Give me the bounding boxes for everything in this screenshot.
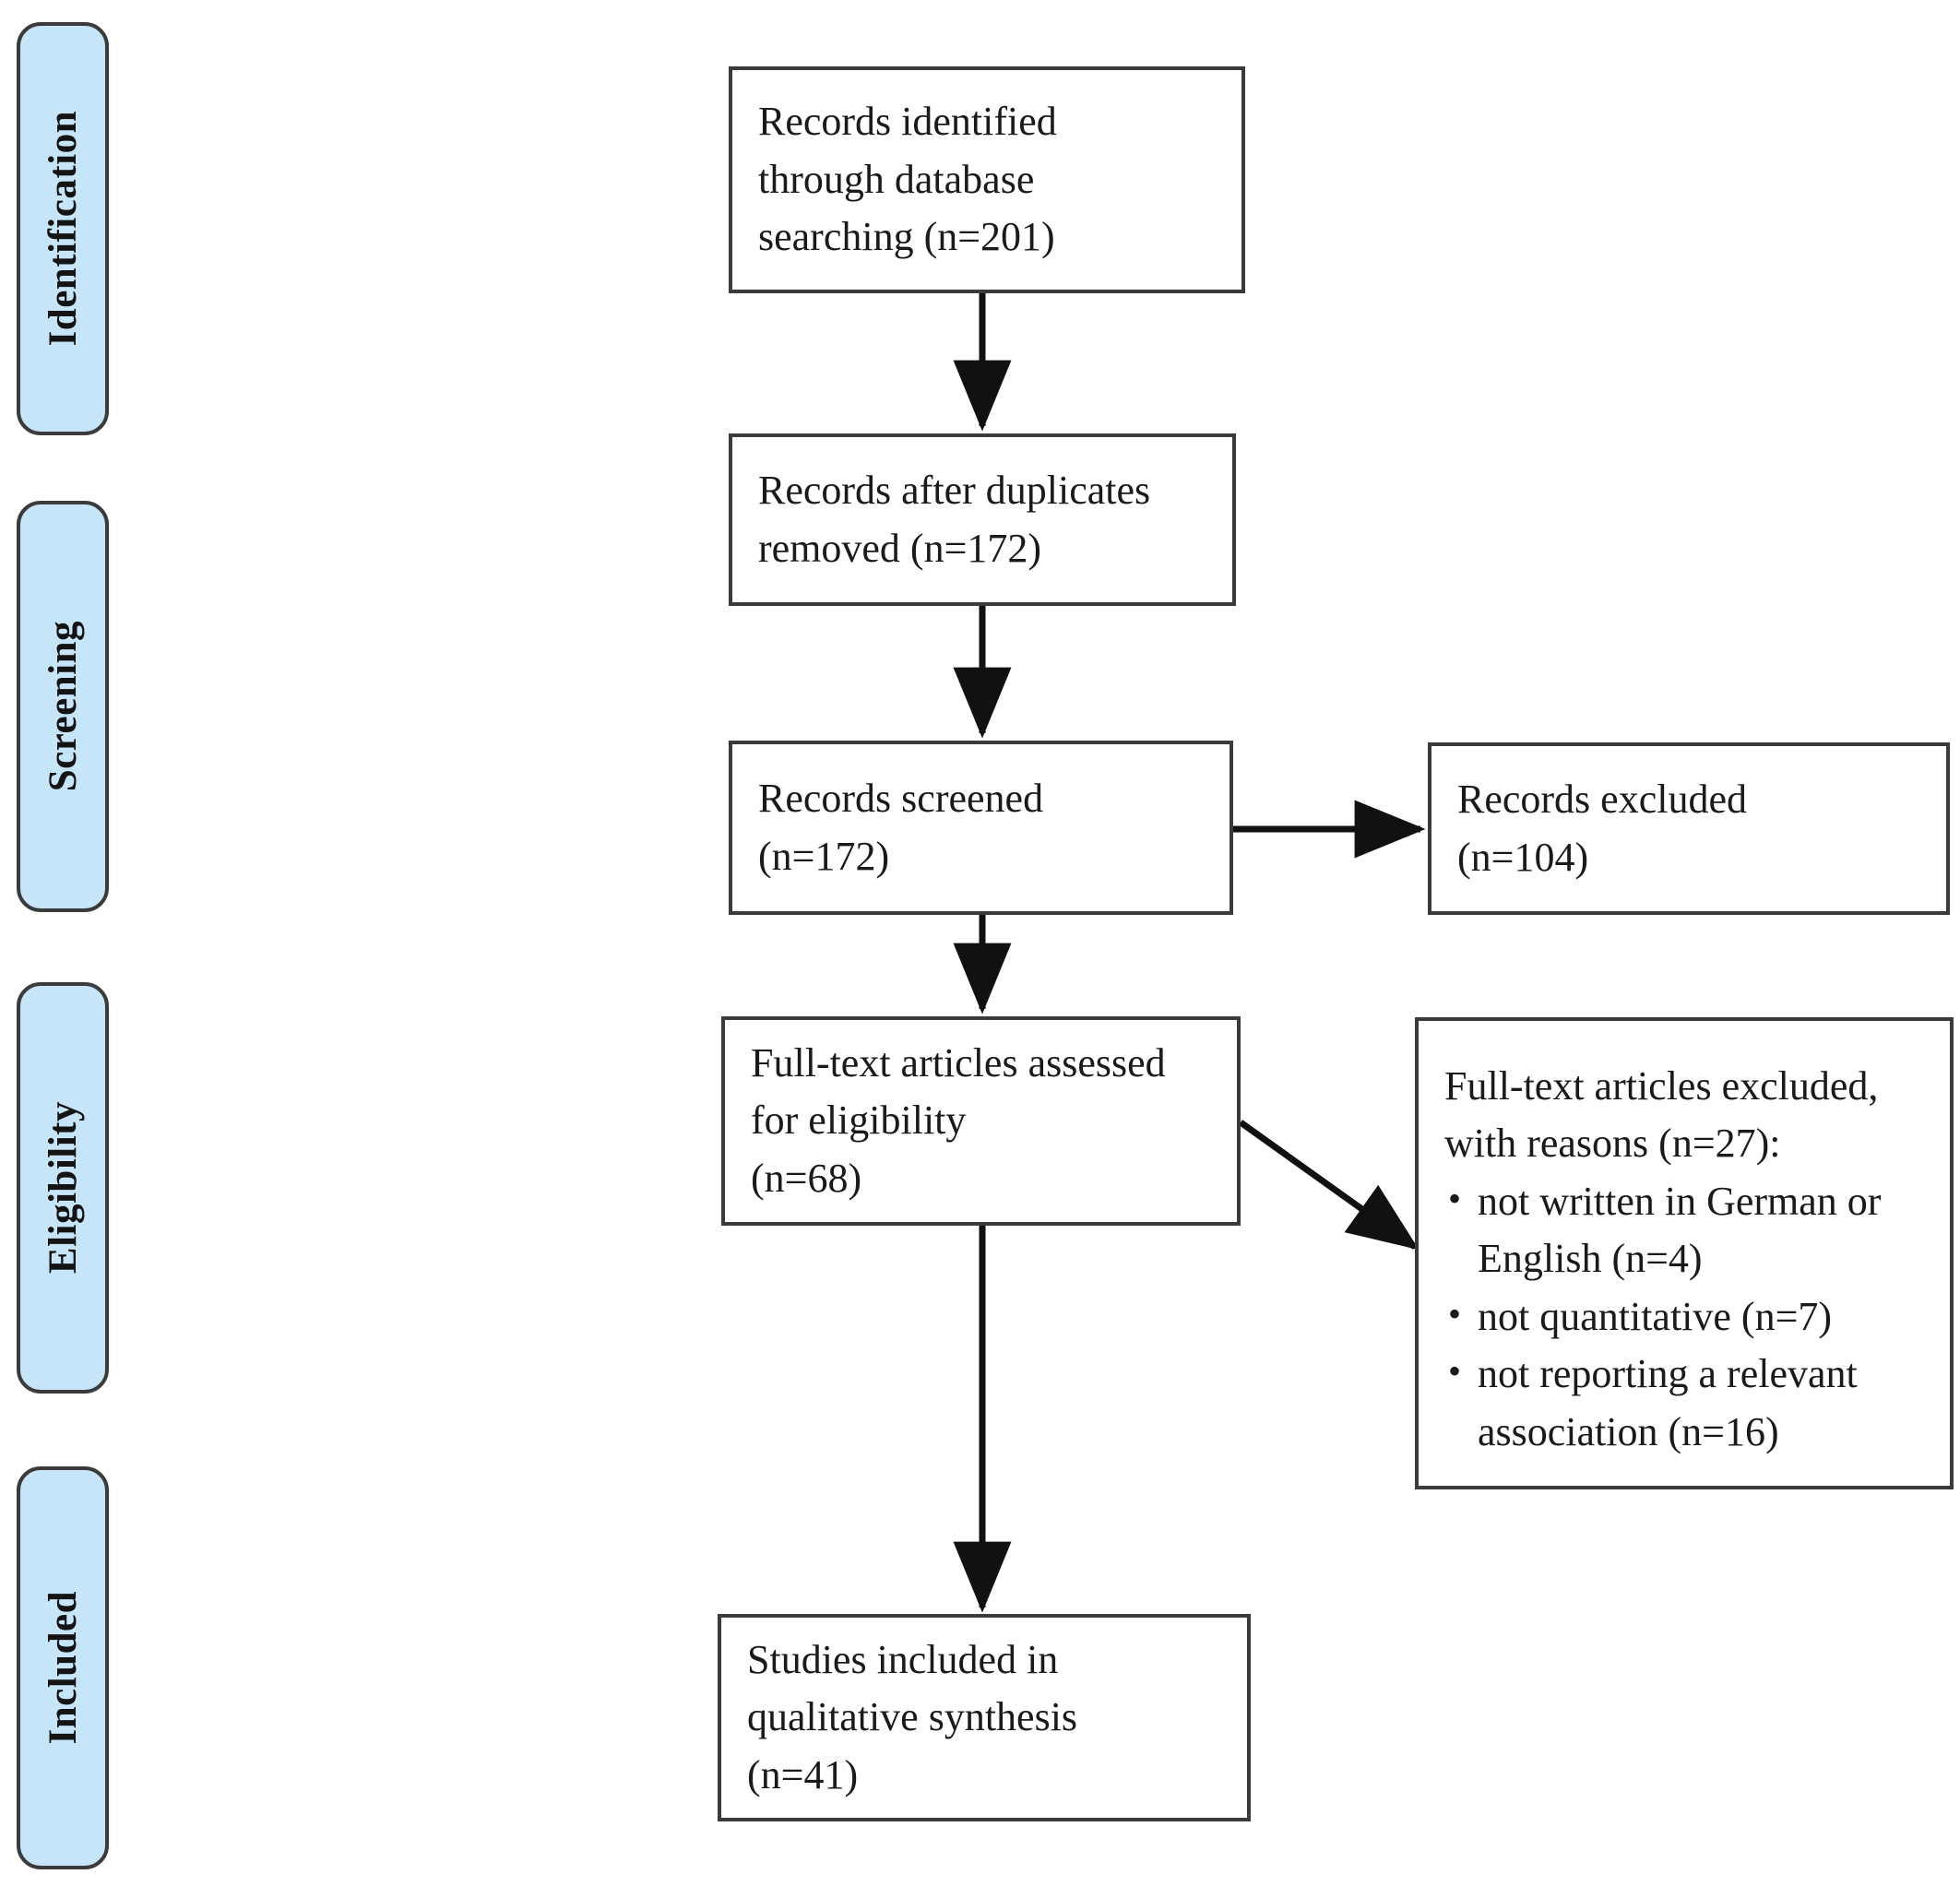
node-line: (n=68) <box>751 1155 862 1201</box>
exclusion-reason-item: not reporting a relevant association (n=… <box>1444 1346 1924 1461</box>
node-line: (n=172) <box>758 833 890 879</box>
phase-identification-label: Identification <box>41 111 85 347</box>
phase-screening-label: Screening <box>41 621 85 792</box>
node-studies-included-text: Studies included in qualitative synthesi… <box>721 1631 1247 1804</box>
node-records-excluded-text: Records excluded (n=104) <box>1431 771 1946 886</box>
node-line: qualitative synthesis <box>747 1694 1078 1740</box>
node-line: Records identified <box>758 99 1057 145</box>
exclusion-reason-item: not quantitative (n=7) <box>1444 1288 1924 1346</box>
node-full-text-articles-assessed: Full-text articles assessed for eligibil… <box>721 1016 1241 1226</box>
exclusion-reason-text: not reporting a relevant association (n=… <box>1478 1351 1858 1454</box>
node-full-text-articles-excluded-text: Full-text articles excluded, with reason… <box>1419 1021 1950 1461</box>
node-full-text-articles-excluded: Full-text articles excluded, with reason… <box>1415 1017 1954 1489</box>
node-line: removed (n=172) <box>758 525 1042 571</box>
node-records-identified: Records identified through database sear… <box>729 66 1245 293</box>
phase-identification: Identification <box>17 22 109 435</box>
exclusion-reason-text: not quantitative (n=7) <box>1478 1293 1833 1339</box>
exclusion-reason-list: not written in German or English (n=4) n… <box>1444 1173 1924 1461</box>
node-line: Records after duplicates <box>758 468 1151 514</box>
node-line: with reasons (n=27): <box>1444 1121 1781 1167</box>
phase-eligibility: Eligibility <box>17 982 109 1394</box>
node-full-text-articles-assessed-text: Full-text articles assessed for eligibil… <box>725 1035 1237 1207</box>
node-records-after-duplicates-removed: Records after duplicates removed (n=172) <box>729 433 1236 606</box>
phase-included-label: Included <box>41 1591 85 1745</box>
node-records-excluded: Records excluded (n=104) <box>1428 742 1950 915</box>
node-records-screened: Records screened (n=172) <box>729 741 1233 915</box>
node-records-identified-text: Records identified through database sear… <box>732 93 1241 266</box>
node-records-after-duplicates-removed-text: Records after duplicates removed (n=172) <box>732 462 1232 577</box>
exclusion-reason-text: not written in German or English (n=4) <box>1478 1178 1882 1282</box>
node-line: (n=104) <box>1457 834 1589 880</box>
node-line: Full-text articles assessed <box>751 1039 1166 1085</box>
node-records-screened-text: Records screened (n=172) <box>732 770 1229 885</box>
node-line: Records excluded <box>1457 777 1747 823</box>
phase-screening: Screening <box>17 501 109 912</box>
exclusion-reason-item: not written in German or English (n=4) <box>1444 1173 1924 1288</box>
phase-included: Included <box>17 1466 109 1869</box>
node-line: through database <box>758 156 1035 202</box>
edge-fulltext-to-excluded <box>1238 1120 1420 1251</box>
node-line: searching (n=201) <box>758 214 1055 260</box>
node-line: Records screened <box>758 776 1044 822</box>
node-line: (n=41) <box>747 1751 859 1797</box>
node-line: Full-text articles excluded, <box>1444 1063 1879 1109</box>
node-line: for eligibility <box>751 1097 967 1144</box>
phase-eligibility-label: Eligibility <box>41 1101 85 1275</box>
node-line: Studies included in <box>747 1636 1059 1682</box>
node-studies-included: Studies included in qualitative synthesi… <box>718 1614 1251 1821</box>
